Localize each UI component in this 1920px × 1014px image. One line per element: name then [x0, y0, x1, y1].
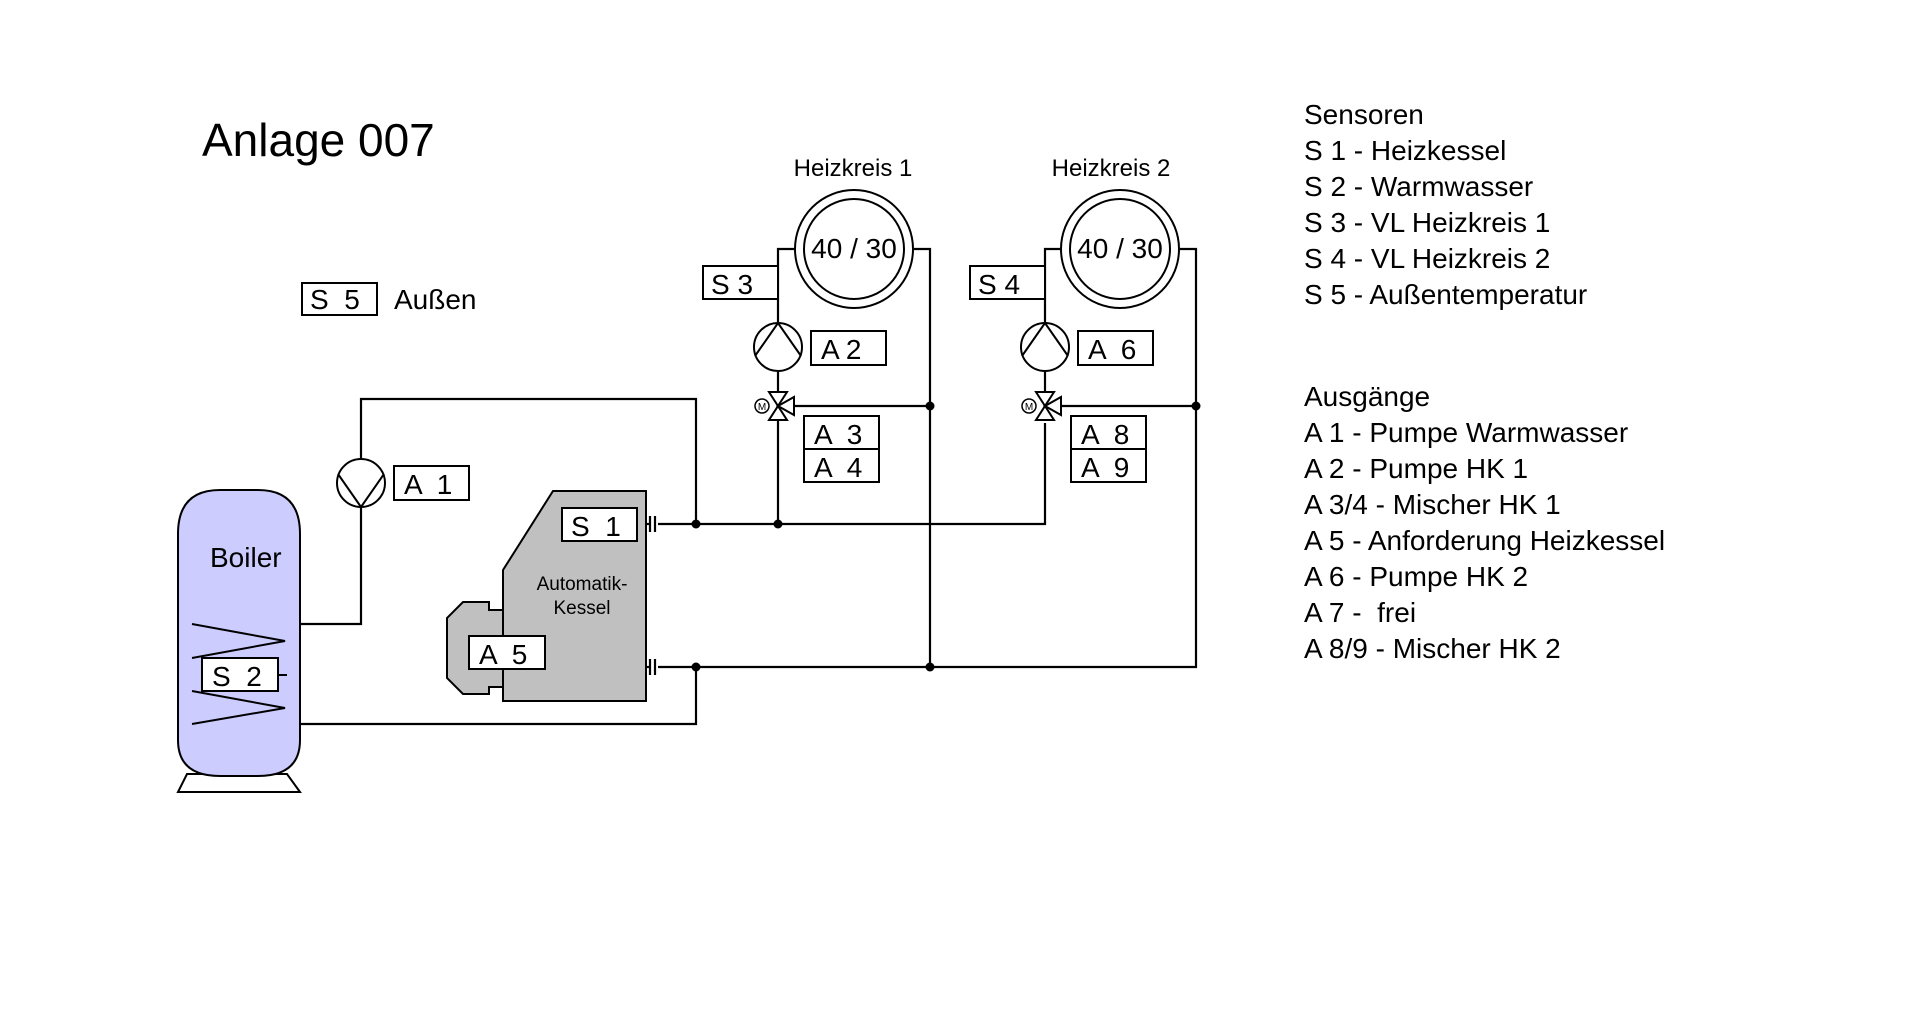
output-label-a4: A 4 — [814, 452, 862, 483]
boiler-tank: Boiler S 2 — [176, 489, 302, 793]
output-box-a2 — [810, 330, 887, 366]
junction-dot — [773, 519, 783, 529]
pipe-supply-header — [658, 423, 1047, 526]
circuit-title: Heizkreis 1 — [794, 155, 913, 182]
output-label-a5: A 5 — [479, 639, 527, 670]
heating-coil-icon — [191, 623, 286, 659]
legend-item: A 2 - Pumpe HK 1 — [1304, 453, 1529, 484]
legend-heading: Ausgänge — [1304, 381, 1431, 412]
output-box-a9 — [1070, 448, 1147, 483]
mixer-valve-icon: M — [1021, 391, 1062, 421]
legend-item: A 8/9 - Mischer HK 2 — [1304, 633, 1561, 664]
legend-item: A 6 - Pumpe HK 2 — [1304, 561, 1529, 592]
outdoor-sensor: S 5 Außen — [301, 282, 477, 316]
output-label-a9: A 9 — [1081, 452, 1129, 483]
kessel-label-line2: Kessel — [553, 598, 610, 619]
heating-circuit-1: Heizkreis 1 40 / 30 S 3 A 2 M A 3 A 4 — [702, 155, 914, 483]
legend-item: S 3 - VL Heizkreis 1 — [1304, 207, 1551, 238]
legend-item: A 7 - frei — [1304, 597, 1417, 628]
junction-dot — [925, 401, 935, 411]
output-box-a1 — [393, 465, 470, 501]
heating-coil-icon — [191, 690, 286, 725]
pipe-hk1-return — [914, 247, 932, 667]
sensor-box-s1 — [561, 507, 638, 542]
page-title: Anlage 007 — [202, 114, 435, 166]
output-label-a1: A 1 — [404, 469, 452, 500]
sensor-label-s2: S 2 — [212, 661, 262, 692]
pipe-dhw-return — [192, 667, 698, 726]
output-legend: Ausgänge A 1 - Pumpe Warmwasser A 2 - Pu… — [1304, 379, 1665, 667]
radiator-icon — [1060, 189, 1180, 309]
outdoor-label: Außen — [394, 284, 477, 315]
dhw-pump: A 1 — [336, 458, 470, 509]
sensor-box-s4 — [969, 265, 1046, 300]
sensor-box-s2 — [201, 657, 279, 692]
legend-item: S 2 - Warmwasser — [1304, 171, 1534, 202]
circuit-temps: 40 / 30 — [1077, 233, 1163, 264]
legend-item: A 5 - Anforderung Heizkessel — [1304, 525, 1666, 556]
output-box-a8 — [1070, 415, 1147, 450]
pipe-hk2-flow — [1043, 247, 1060, 322]
sensor-label-s1: S 1 — [571, 511, 621, 542]
legend-item: S 4 - VL Heizkreis 2 — [1304, 243, 1551, 274]
circuit-temps: 40 / 30 — [811, 233, 897, 264]
output-label-a3: A 3 — [814, 419, 862, 450]
legend-heading: Sensoren — [1304, 99, 1424, 130]
pipe-hk1-flow — [776, 247, 794, 322]
sensor-label-s4: S 4 — [978, 269, 1020, 300]
sensor-label-s5: S 5 — [310, 284, 360, 315]
radiator-icon — [794, 189, 914, 309]
motor-icon — [754, 398, 770, 414]
heating-circuit-2: Heizkreis 2 40 / 30 S 4 A 6 M A 8 A 9 — [969, 155, 1180, 483]
output-box-a6 — [1077, 330, 1154, 366]
pipe-dhw-supply — [359, 397, 698, 524]
legend-item: S 5 - Außentemperatur — [1304, 279, 1588, 310]
mixer-valve-icon: M — [754, 391, 795, 421]
junction-dot — [691, 519, 701, 529]
legend-item: A 1 - Pumpe Warmwasser — [1304, 417, 1629, 448]
output-label-a6: A 6 — [1088, 334, 1136, 365]
automatic-boiler: S 1 Automatik- Kessel A 5 — [446, 490, 647, 702]
output-box-a4 — [803, 448, 880, 483]
output-box-a3 — [803, 415, 880, 450]
sensor-legend: Sensoren S 1 - Heizkessel S 2 - Warmwass… — [1304, 97, 1587, 313]
legend-item: S 1 - Heizkessel — [1304, 135, 1507, 166]
svg-text:M: M — [1025, 402, 1033, 413]
sensor-label-s3: S 3 — [711, 269, 753, 300]
boiler-label: Boiler — [210, 542, 282, 573]
svg-text:M: M — [758, 402, 766, 413]
junction-dot — [925, 662, 935, 672]
output-label-a8: A 8 — [1081, 419, 1129, 450]
junction-dot — [1191, 401, 1201, 411]
sensor-box-s3 — [702, 265, 779, 300]
circuit-title: Heizkreis 2 — [1052, 155, 1171, 182]
legend-item: A 3/4 - Mischer HK 1 — [1304, 489, 1561, 520]
junction-dot — [691, 662, 701, 672]
output-label-a2: A 2 — [821, 334, 861, 365]
motor-icon — [1021, 398, 1037, 414]
kessel-label-line1: Automatik- — [537, 574, 628, 595]
sensor-box-s5 — [301, 282, 378, 316]
output-box-a5 — [468, 635, 546, 670]
